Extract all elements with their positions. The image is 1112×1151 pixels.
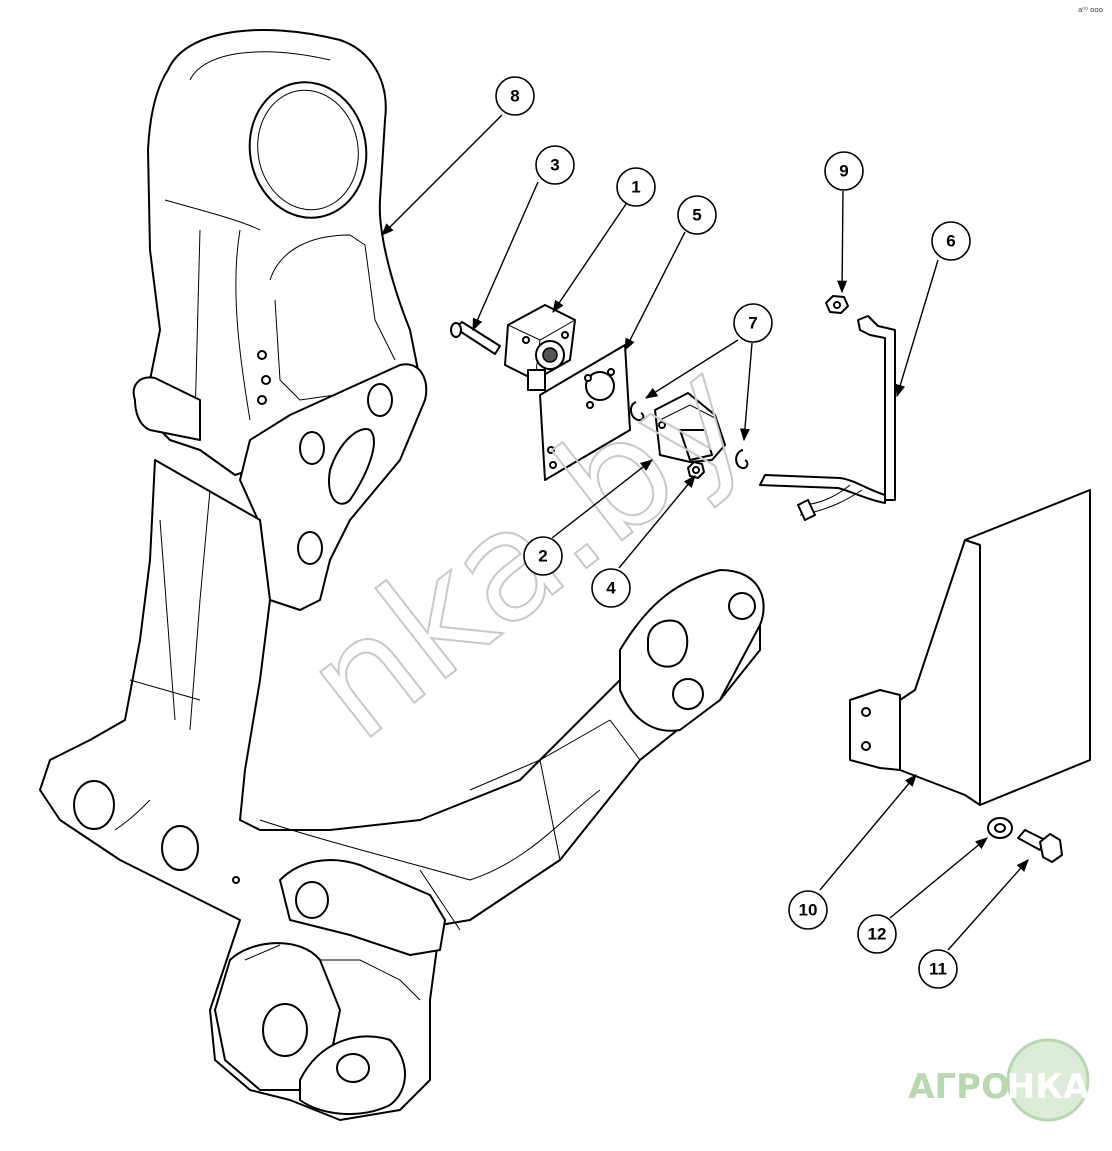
- leader-lines: [381, 114, 1029, 951]
- svg-text:10: 10: [799, 901, 818, 920]
- callout-4: 4: [591, 568, 631, 608]
- callout-7: 7: [733, 303, 773, 343]
- svg-text:7: 7: [748, 314, 757, 333]
- callout-6: 6: [931, 221, 971, 261]
- svg-text:4: 4: [606, 579, 616, 598]
- callout-11: 11: [918, 949, 958, 989]
- svg-text:12: 12: [868, 925, 887, 944]
- svg-text:5: 5: [692, 206, 701, 225]
- part-10-shield: [849, 489, 1091, 806]
- part-6-rod: [759, 315, 896, 521]
- callout-12: 12: [857, 914, 897, 954]
- part-7-clips: [630, 401, 749, 470]
- svg-text:2: 2: [538, 547, 547, 566]
- part-11-bolt: [1017, 829, 1063, 863]
- svg-text:1: 1: [631, 178, 640, 197]
- callout-5: 5: [677, 195, 717, 235]
- svg-text:3: 3: [550, 156, 559, 175]
- logo-text-left: АГРО: [908, 1067, 1010, 1107]
- svg-text:8: 8: [510, 87, 519, 106]
- part-4-nut: [687, 461, 705, 479]
- callout-9: 9: [824, 151, 864, 191]
- agronka-logo: АГРО НКА: [908, 1038, 1090, 1122]
- part-12-washer: [987, 817, 1013, 839]
- callout-2: 2: [523, 536, 563, 576]
- callout-1: 1: [616, 167, 656, 207]
- part-2-bracket: [654, 392, 726, 463]
- callout-3: 3: [535, 145, 575, 185]
- svg-text:6: 6: [946, 232, 955, 251]
- logo-text-right: НКА: [1007, 1067, 1090, 1107]
- part-3-bolt: [450, 321, 501, 355]
- svg-text:9: 9: [839, 162, 848, 181]
- part-1-sensor: [504, 304, 576, 391]
- part-9-nut: [825, 295, 849, 314]
- callout-8: 8: [495, 76, 535, 116]
- lift-arm-frame: [39, 29, 765, 1121]
- svg-text:11: 11: [929, 960, 947, 979]
- part-5-plate: [539, 344, 631, 481]
- callout-10: 10: [788, 890, 828, 930]
- corner-code: a⁰⁰ ooo: [1078, 6, 1103, 14]
